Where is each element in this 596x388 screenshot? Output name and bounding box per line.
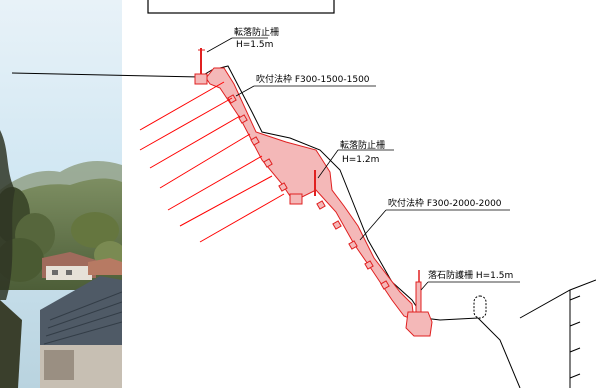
fence-mid-height: H=1.2m [342, 155, 379, 165]
frame-beams [227, 94, 390, 290]
fence-top-name: 転落防止柵 [234, 26, 279, 38]
site-photo [0, 0, 122, 388]
fall-prevention-fence-top [194, 48, 208, 85]
fall-prevention-fence-mid [289, 170, 316, 205]
lower-slope-line [477, 317, 521, 388]
label-fence-mid: 転落防止柵 H=1.2m [317, 139, 394, 179]
label-spray-frame-lower: 吹付法枠 F300-2000-2000 [359, 197, 510, 241]
rock-object [473, 295, 487, 319]
site-photo-illustration [0, 0, 122, 388]
drawing-title-box [147, 0, 335, 14]
fence-top-height: H=1.5m [236, 40, 273, 50]
label-spray-frame-upper: 吹付法枠 F300-1500-1500 [235, 73, 376, 97]
label-fence-top: 転落防止柵 H=1.5m [206, 26, 279, 53]
upper-ground-line [11, 72, 201, 78]
rockfall-fence-text: 落石防護柵 H=1.5m [428, 269, 513, 281]
right-ground-line [519, 279, 596, 319]
rockfall-fence [405, 270, 433, 337]
slope-frame-structure [205, 67, 415, 321]
retaining-wall-ticks [569, 295, 581, 379]
spray-frame-lower-text: 吹付法枠 F300-2000-2000 [388, 197, 502, 209]
spray-frame-upper-text: 吹付法枠 F300-1500-1500 [256, 73, 370, 85]
fence-mid-name: 転落防止柵 [340, 139, 385, 151]
ground-anchors [139, 81, 285, 243]
label-rockfall-fence: 落石防護柵 H=1.5m [420, 269, 520, 291]
